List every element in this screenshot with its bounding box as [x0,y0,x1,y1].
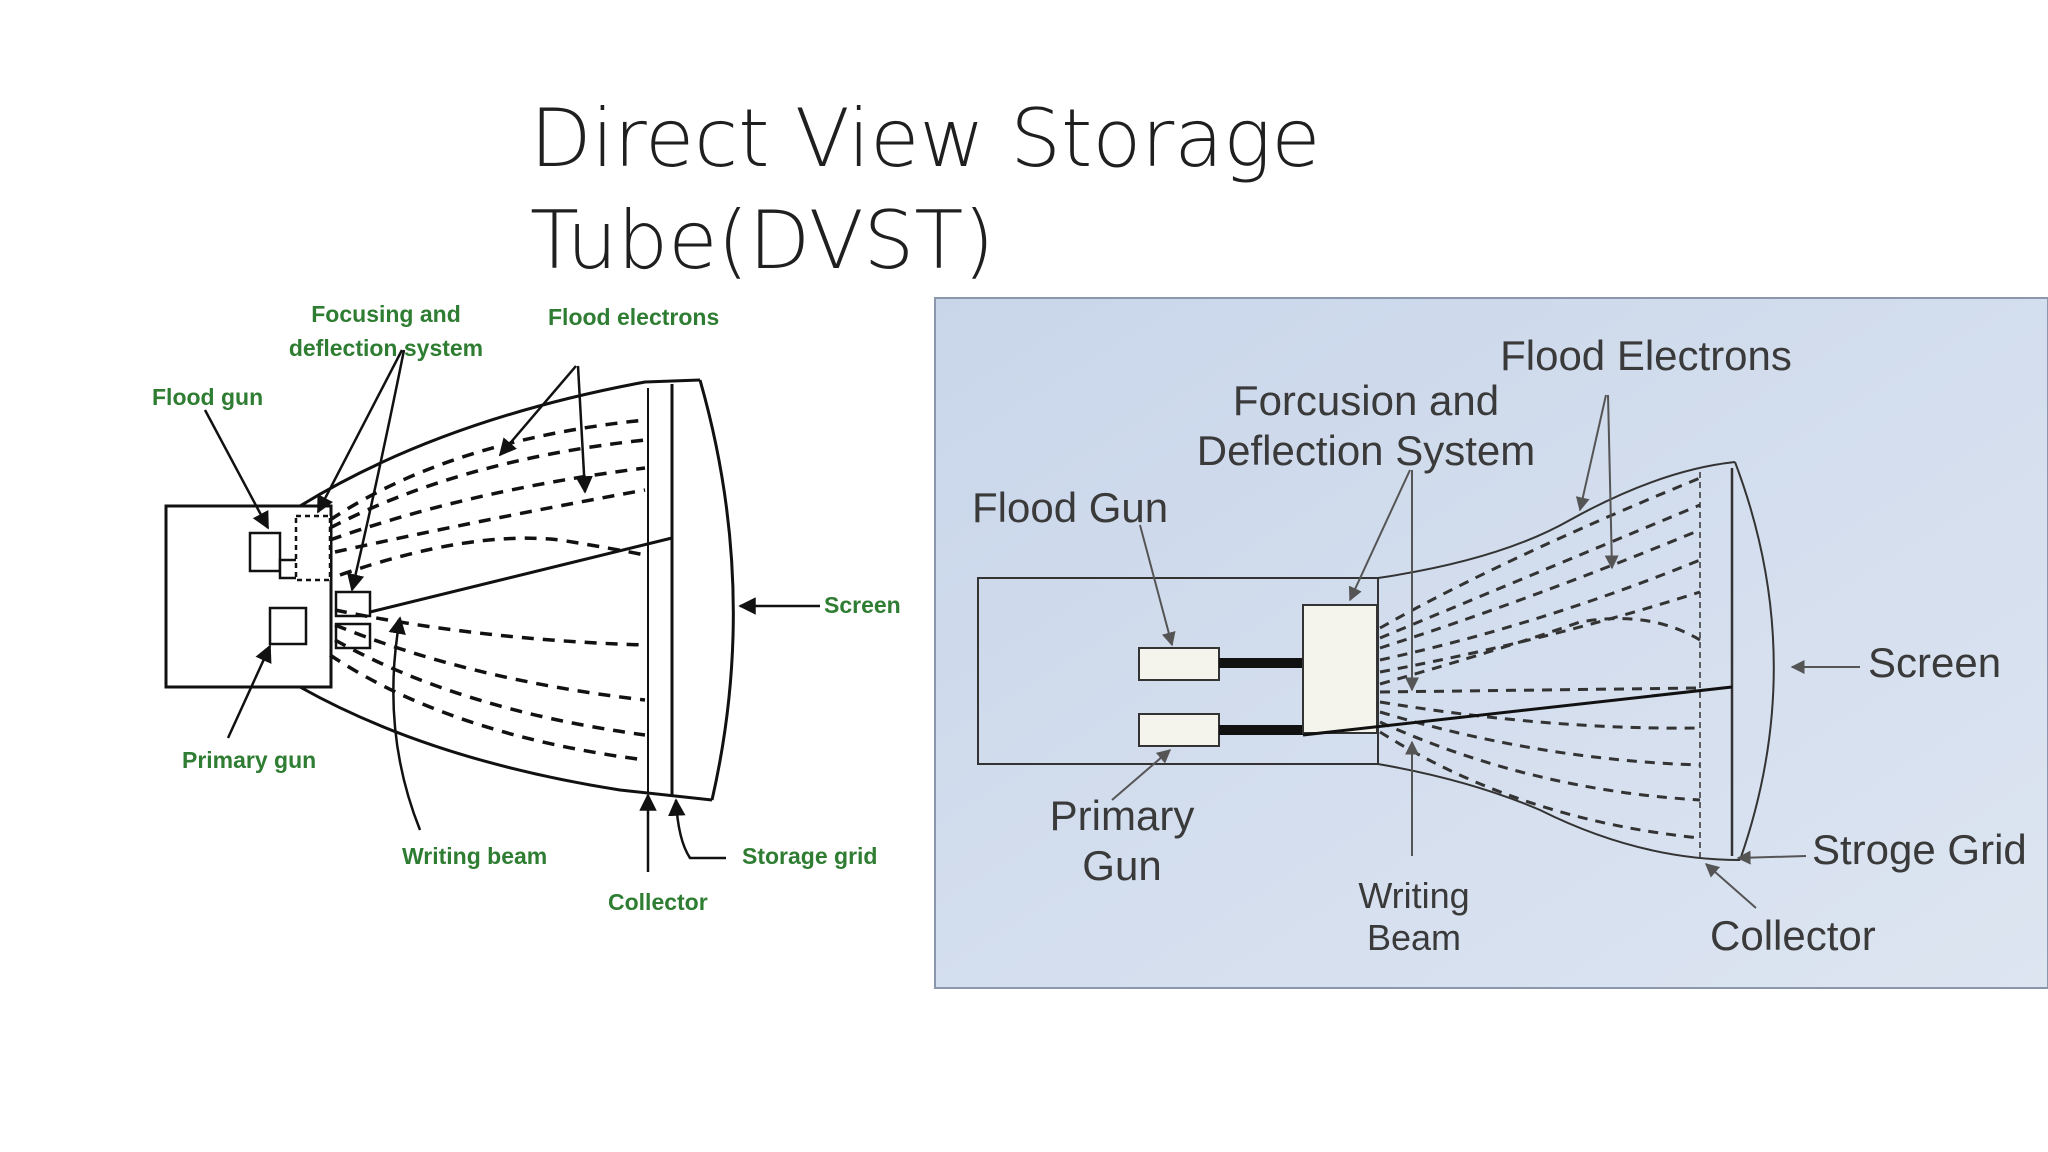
left-label-flood-electrons: Flood electrons [548,304,719,330]
right-primary-gun [1138,713,1220,747]
right-label-primary-line1: Primary [1050,792,1195,839]
right-flood-electron-paths [1379,476,1701,840]
right-tube-top-edge [1377,461,1736,579]
left-label-writing-beam: Writing beam [402,843,547,869]
right-flood-gun [1138,647,1220,681]
left-tube-outline [164,378,735,802]
right-label-forcusion-line2: Deflection System [1197,427,1535,474]
right-guns [1138,604,1378,747]
left-primary-gun-body [268,606,308,646]
left-arrows [203,349,820,872]
left-label-focusing-line2: deflection system [289,335,483,361]
left-screen-curve [698,379,735,801]
left-label-flood-gun: Flood gun [152,384,263,410]
left-label-primary-gun: Primary gun [182,747,316,773]
left-diagram: Focusing and deflection system Flood ele… [152,301,901,915]
right-writing-beam [1302,685,1733,737]
right-label-writing-line2: Beam [1367,917,1461,958]
right-label-collector: Collector [1710,912,1876,959]
right-label-primary-line2: Gun [1082,842,1161,889]
right-label-writing-line1: Writing [1358,875,1469,916]
right-tube-outline [977,461,1775,861]
right-label-forcusion-line1: Forcusion and [1233,377,1499,424]
left-label-storage-grid: Storage grid [742,843,877,869]
right-deflection-system-box [1302,604,1378,734]
right-diagram: Flood Electrons Forcusion and Deflection… [934,297,2048,989]
right-flood-gun-connector [1219,658,1303,668]
left-focusing-box [294,514,332,582]
right-label-stroge-grid: Stroge Grid [1812,826,2027,873]
left-writing-beam [369,536,673,614]
right-labels: Flood Electrons Forcusion and Deflection… [972,332,2027,959]
slide-title: Direct View Storage Tube(DVST) [530,88,1430,292]
left-tube-top-edge [299,378,701,508]
slide-title-line2: Tube(DVST) [530,194,995,287]
left-tube-bottom-edge [299,685,713,802]
right-label-flood-gun: Flood Gun [972,484,1168,531]
right-tube-bottom-edge [1377,763,1741,861]
left-guns [248,514,372,650]
left-label-focusing-line1: Focusing and [311,301,461,327]
right-arrows [1111,394,1860,909]
left-labels: Focusing and deflection system Flood ele… [152,301,901,915]
right-panel-background [934,297,2048,989]
left-label-screen: Screen [824,592,901,618]
slide-title-line1: Direct View Storage [530,92,1321,185]
left-tube-neck [164,504,333,689]
right-label-flood-electrons: Flood Electrons [1500,332,1792,379]
left-label-collector: Collector [608,889,708,915]
left-flood-gun-body [248,531,282,573]
right-primary-gun-connector [1219,725,1303,735]
right-label-screen: Screen [1868,639,2001,686]
right-screen-curve [1734,461,1775,861]
left-flood-electron-paths [329,418,646,762]
